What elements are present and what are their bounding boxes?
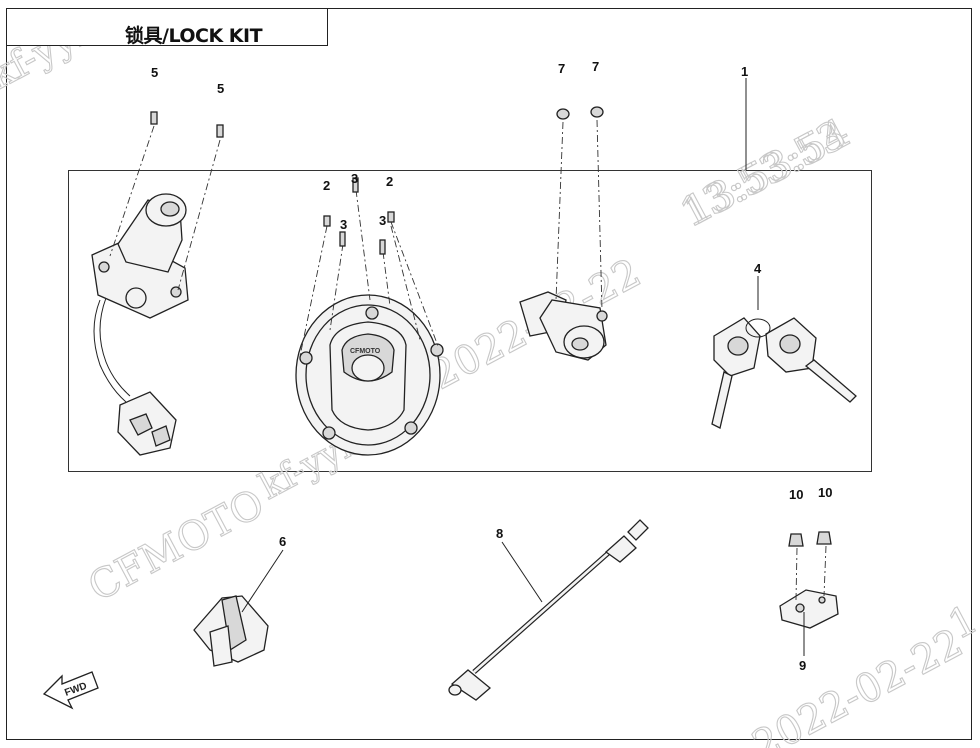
- ignition-switch-part: [91, 193, 189, 456]
- screw-2b: [387, 211, 395, 223]
- callout-10b: 10: [818, 485, 832, 500]
- screw-3a: [339, 231, 346, 247]
- cable-part-8: [448, 519, 649, 701]
- fwd-arrow-icon: FWD: [42, 671, 99, 710]
- leader-2a: [299, 225, 328, 357]
- callout-5a: 5: [151, 65, 158, 80]
- watermark-brand: CFMOTO: [81, 480, 272, 611]
- keys-part: [711, 317, 857, 429]
- leader-6: [241, 549, 284, 613]
- leader-7b: [596, 119, 603, 311]
- callout-3c: 3: [379, 213, 386, 228]
- nut-7a: [556, 108, 570, 120]
- callout-10a: 10: [789, 487, 803, 502]
- watermark-date-bottom: 2022-02-22: [745, 620, 970, 748]
- diagram-title: 锁具/LOCK KIT: [125, 25, 263, 47]
- leader-2c: [390, 225, 421, 341]
- callout-2a: 2: [323, 178, 330, 193]
- leader-10a: [795, 547, 798, 601]
- drawing-frame: [6, 8, 972, 740]
- callout-5b: 5: [217, 81, 224, 96]
- callout-6: 6: [279, 534, 286, 549]
- screw-3c: [379, 239, 386, 255]
- leader-5b: [177, 139, 221, 291]
- callout-2b: 2: [386, 174, 393, 189]
- nut-7b: [590, 106, 604, 118]
- callout-3a: 3: [340, 217, 347, 232]
- leader-7a: [555, 121, 564, 301]
- svg-text:CFMOTO: CFMOTO: [350, 348, 381, 355]
- bolt-10a: [788, 533, 804, 547]
- screw-2a: [323, 215, 331, 227]
- screw-5b: [216, 124, 224, 138]
- lock-kit-group-box: [68, 170, 872, 472]
- callout-8: 8: [496, 526, 503, 541]
- callout-7a: 7: [558, 61, 565, 76]
- leader-8: [501, 541, 543, 603]
- leader-10b: [823, 545, 827, 597]
- screw-5a: [150, 111, 158, 125]
- fuel-cap-part: CFMOTO: [295, 294, 444, 456]
- callout-4: 4: [754, 261, 762, 276]
- bolt-10b: [816, 531, 832, 545]
- callout-1: 1: [741, 64, 748, 79]
- callout-7b: 7: [592, 59, 599, 74]
- title-box: 锁具/LOCK KIT: [6, 8, 328, 47]
- bracket-part-6: [193, 595, 269, 667]
- seat-lock-part: [519, 291, 608, 361]
- watermark-time-overlap: 13:53:54: [677, 110, 857, 235]
- lock-plate-part-9: [779, 589, 839, 629]
- leader-3c: [382, 251, 391, 307]
- screw-3b: [352, 177, 359, 193]
- leader-2b: [390, 221, 439, 347]
- callout-3b: 3: [351, 171, 358, 186]
- leader-3b: [355, 189, 371, 301]
- callout-9: 9: [799, 658, 806, 673]
